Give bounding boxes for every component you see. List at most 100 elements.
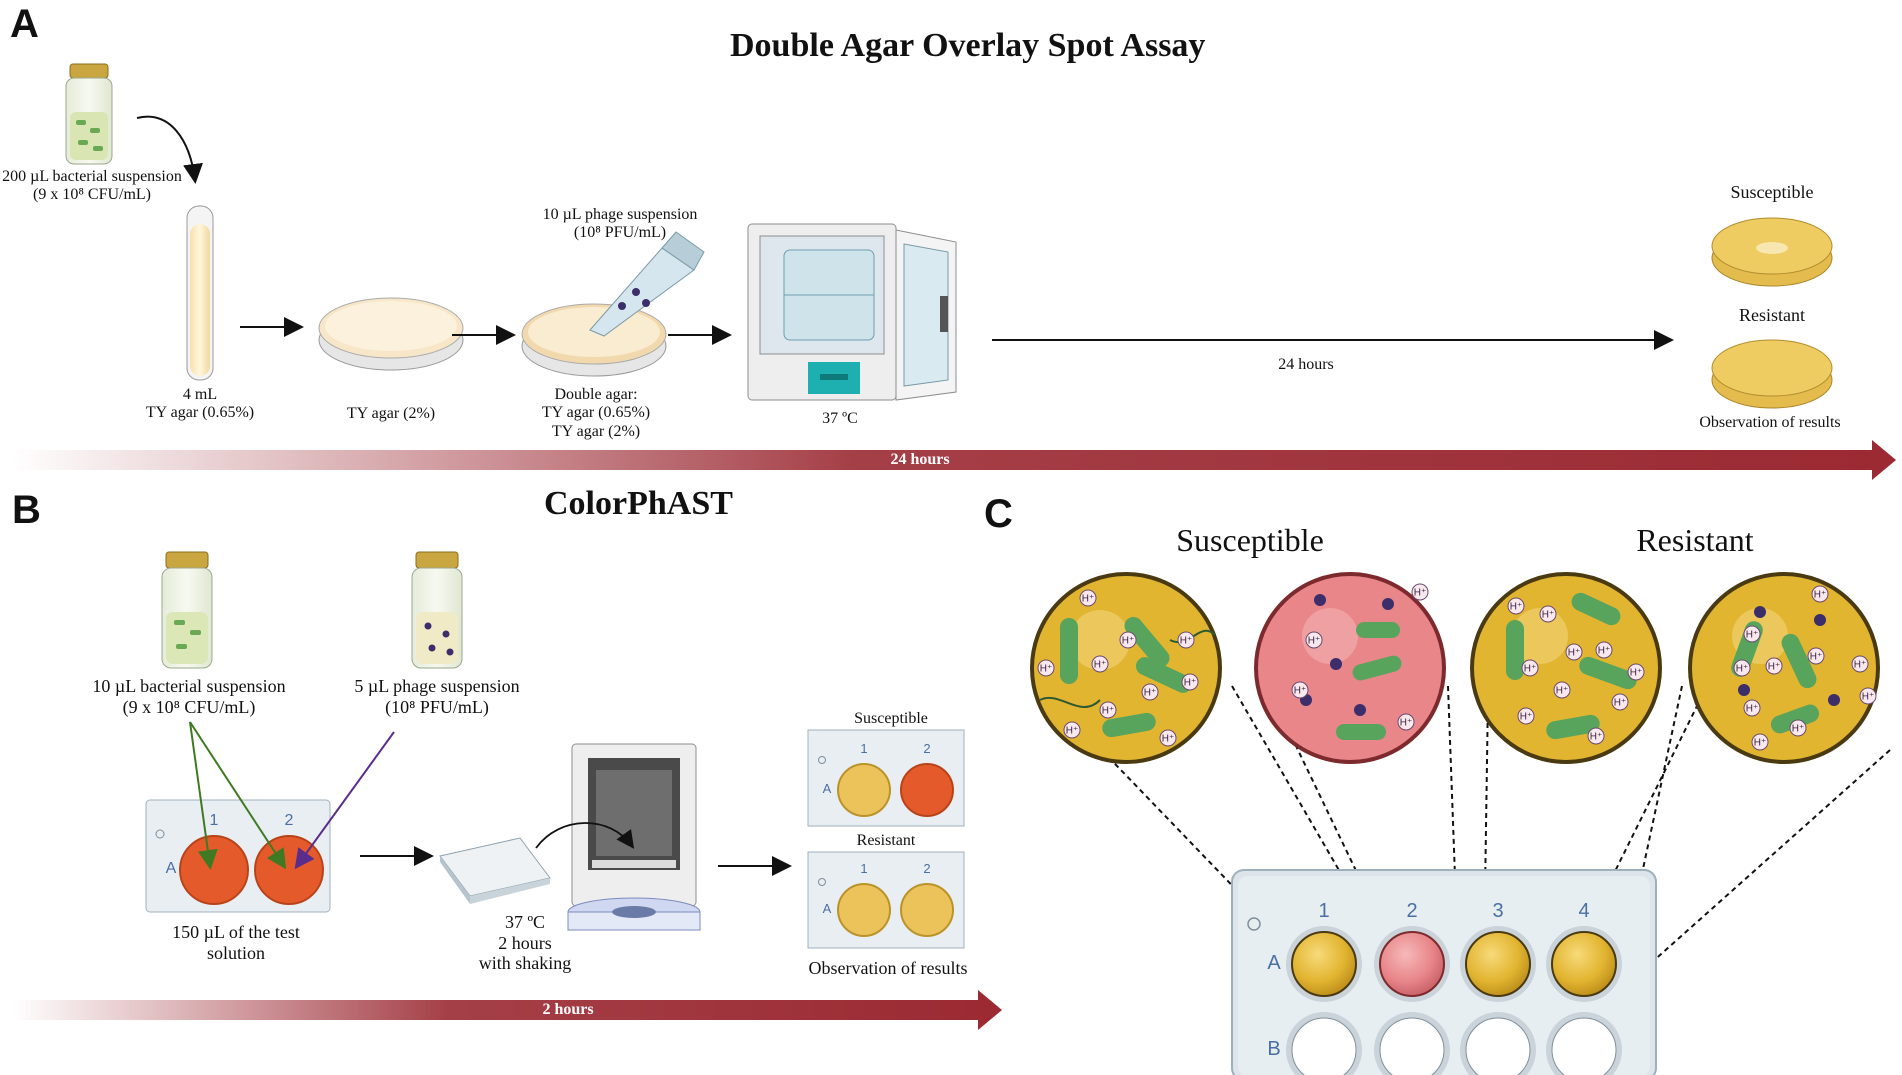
petri-dish-icon bbox=[318, 297, 464, 371]
bacterial-suspension-line2: (9 x 10⁸ CFU/mL) bbox=[32, 186, 152, 204]
proton-label: H⁺ bbox=[1814, 590, 1827, 601]
proton-marker bbox=[1565, 643, 1583, 661]
strip-r-col2: 2 bbox=[923, 861, 931, 876]
proton-label: H⁺ bbox=[1162, 734, 1175, 745]
proton-label: H⁺ bbox=[1810, 652, 1823, 663]
timeline-a-label: 24 hours bbox=[890, 451, 950, 468]
bacterial-jar-b-icon bbox=[161, 551, 213, 669]
proton-label: H⁺ bbox=[1768, 662, 1781, 673]
proton-markers: H⁺ H⁺ H⁺ H⁺ H⁺ H⁺ H⁺ H⁺ H⁺ H⁺ H⁺ H⁺ H⁺ H⁺ H⁺ H⁺ H⁺ H⁺ H⁺ H⁺… bbox=[1037, 583, 1877, 751]
microplate-icon bbox=[439, 837, 551, 904]
panel-b-label: B bbox=[12, 488, 41, 532]
incubation-b-line2: 2 hours bbox=[498, 932, 552, 953]
tube-label-line2: TY agar (0.65%) bbox=[145, 404, 255, 422]
purple-arrow bbox=[294, 731, 395, 870]
proton-marker bbox=[1141, 683, 1159, 701]
proton-label: H⁺ bbox=[1590, 732, 1603, 743]
incubator-icon bbox=[747, 223, 957, 401]
proton-label: H⁺ bbox=[1308, 636, 1321, 647]
zoom-circle-resistant-yellow-1 bbox=[1470, 572, 1662, 764]
double-agar-label: Double agar: TY agar (0.65%) TY agar (2%… bbox=[516, 386, 676, 441]
shaker-arrow bbox=[535, 822, 635, 849]
proton-label: H⁺ bbox=[1294, 686, 1307, 697]
proton-label: H⁺ bbox=[1414, 588, 1427, 599]
double-agar-line3: TY agar (2%) bbox=[551, 422, 641, 440]
proton-marker bbox=[1517, 707, 1535, 725]
proton-marker bbox=[1807, 647, 1825, 665]
double-agar-line2: TY agar (0.65%) bbox=[541, 404, 651, 422]
proton-label: H⁺ bbox=[1568, 648, 1581, 659]
test-solution-line2: solution bbox=[206, 942, 265, 963]
test-tube-icon bbox=[186, 205, 214, 381]
proton-marker bbox=[1411, 583, 1429, 601]
proton-label: H⁺ bbox=[1180, 636, 1193, 647]
proton-marker bbox=[1859, 687, 1877, 705]
proton-marker bbox=[1851, 655, 1869, 673]
strip-s-col1: 1 bbox=[860, 741, 868, 756]
proton-marker bbox=[1091, 655, 1109, 673]
proton-label: H⁺ bbox=[1184, 678, 1197, 689]
proton-label: H⁺ bbox=[1746, 704, 1759, 715]
phage-suspension-line1: 10 µL phage suspension bbox=[542, 206, 698, 223]
proton-marker bbox=[1743, 699, 1761, 717]
bacterial-suspension-line1: 200 µL bacterial suspension bbox=[2, 168, 182, 185]
proton-label: H⁺ bbox=[1556, 686, 1569, 697]
double-agar-dish-icon bbox=[521, 303, 667, 377]
well-plate-b-icon bbox=[145, 799, 331, 913]
phage-suspension-b-line1: 5 µL phage suspension bbox=[354, 676, 520, 696]
proton-marker bbox=[1765, 657, 1783, 675]
proton-marker bbox=[1553, 681, 1571, 699]
proton-label: H⁺ bbox=[1040, 664, 1053, 675]
incubation-b-line1: 37 ºC bbox=[504, 912, 546, 932]
phage-suspension-b-label: 5 µL phage suspension (10⁸ PFU/mL) bbox=[342, 676, 532, 717]
proton-label: H⁺ bbox=[1736, 664, 1749, 675]
proton-label: H⁺ bbox=[1144, 688, 1157, 699]
proton-marker bbox=[1079, 589, 1097, 607]
green-arrow-2 bbox=[189, 721, 287, 870]
proton-label: H⁺ bbox=[1746, 630, 1759, 641]
proton-marker bbox=[1811, 585, 1829, 603]
plate-label: TY agar (2%) bbox=[346, 405, 436, 422]
timeline-b bbox=[12, 990, 1002, 1030]
proton-label: H⁺ bbox=[1630, 668, 1643, 679]
proton-label: H⁺ bbox=[1792, 724, 1805, 735]
proton-label: H⁺ bbox=[1102, 706, 1115, 717]
proton-marker bbox=[1159, 729, 1177, 747]
proton-marker bbox=[1751, 733, 1769, 751]
proton-marker bbox=[1037, 659, 1055, 677]
proton-label: H⁺ bbox=[1862, 692, 1875, 703]
panel-a-title: Double Agar Overlay Spot Assay bbox=[730, 27, 1206, 64]
plate-b-col2: 2 bbox=[284, 812, 294, 829]
zoom-circle-susceptible-yellow bbox=[1030, 572, 1222, 764]
tube-label: 4 mL TY agar (0.65%) bbox=[120, 386, 280, 423]
bacterial-suspension-b-line1: 10 µL bacterial suspension bbox=[92, 676, 286, 696]
tube-label-line1: 4 mL bbox=[182, 386, 218, 403]
plate-c-row-a: A bbox=[1267, 952, 1281, 974]
resistant-heading-c: Resistant bbox=[1636, 522, 1754, 558]
proton-label: H⁺ bbox=[1510, 602, 1523, 613]
plate-c-col4: 4 bbox=[1578, 900, 1590, 922]
pipette-icon bbox=[589, 231, 705, 337]
incubation-time-label: 24 hours bbox=[1278, 356, 1334, 373]
proton-marker bbox=[1119, 631, 1137, 649]
test-solution-label: 150 µL of the test solution bbox=[156, 922, 316, 963]
resistant-label-a: Resistant bbox=[1739, 305, 1805, 325]
proton-marker bbox=[1611, 693, 1629, 711]
incubation-b-line3: with shaking bbox=[478, 953, 572, 974]
panel-a-label: A bbox=[10, 2, 39, 46]
proton-marker bbox=[1595, 641, 1613, 659]
panel-c-label: C bbox=[984, 492, 1013, 536]
phage-jar-b-icon bbox=[411, 551, 463, 669]
susceptible-label-a: Susceptible bbox=[1730, 182, 1814, 202]
proton-label: H⁺ bbox=[1094, 660, 1107, 671]
proton-marker bbox=[1733, 659, 1751, 677]
proton-marker bbox=[1397, 713, 1415, 731]
incubation-b-label: 37 ºC 2 hours with shaking bbox=[470, 912, 580, 974]
plate-b-row-a: A bbox=[165, 860, 177, 877]
proton-label: H⁺ bbox=[1614, 698, 1627, 709]
phage-suspension-line2: (10⁸ PFU/mL) bbox=[573, 224, 667, 242]
bacterial-suspension-b-line2: (9 x 10⁸ CFU/mL) bbox=[122, 696, 256, 717]
timeline-b-label: 2 hours bbox=[542, 1001, 594, 1018]
plate-c-col3: 3 bbox=[1492, 900, 1504, 922]
